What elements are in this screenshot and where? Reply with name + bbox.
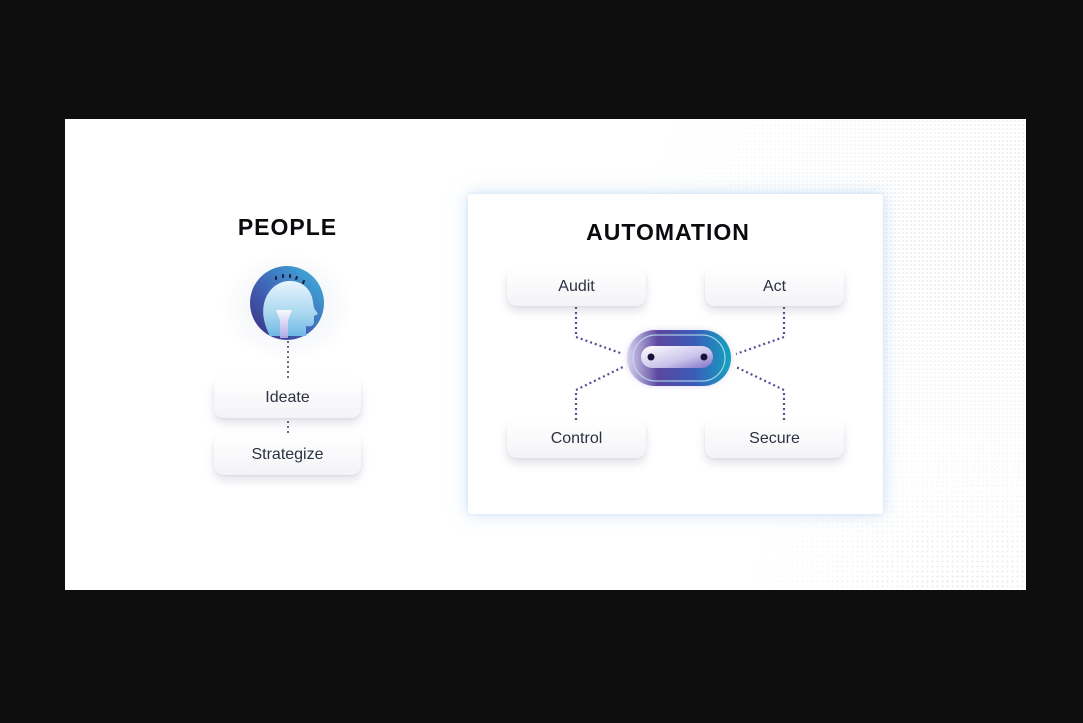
diagram-canvas: PEOPLE (65, 119, 1026, 590)
human-head-lightbulb-icon (250, 266, 324, 340)
robot-face-icon (627, 330, 731, 386)
strategize-pill[interactable]: Strategize (214, 435, 361, 475)
automation-title: AUTOMATION (586, 219, 750, 245)
ideate-label: Ideate (265, 389, 310, 406)
control-label: Control (550, 430, 603, 447)
strategize-label: Strategize (251, 446, 324, 463)
secure-pill[interactable]: Secure (705, 420, 844, 458)
audit-pill[interactable]: Audit (507, 268, 646, 306)
act-label: Act (762, 278, 787, 295)
automation-connector-lines (574, 307, 786, 420)
people-connector-line (287, 341, 289, 449)
secure-label: Secure (749, 430, 800, 447)
people-title: PEOPLE (237, 214, 338, 240)
act-pill[interactable]: Act (705, 268, 844, 306)
ideate-pill[interactable]: Ideate (214, 378, 361, 418)
audit-label: Audit (558, 278, 595, 295)
control-pill[interactable]: Control (507, 420, 646, 458)
automation-card: AUTOMATION Audit Act Control Secure (468, 194, 883, 514)
